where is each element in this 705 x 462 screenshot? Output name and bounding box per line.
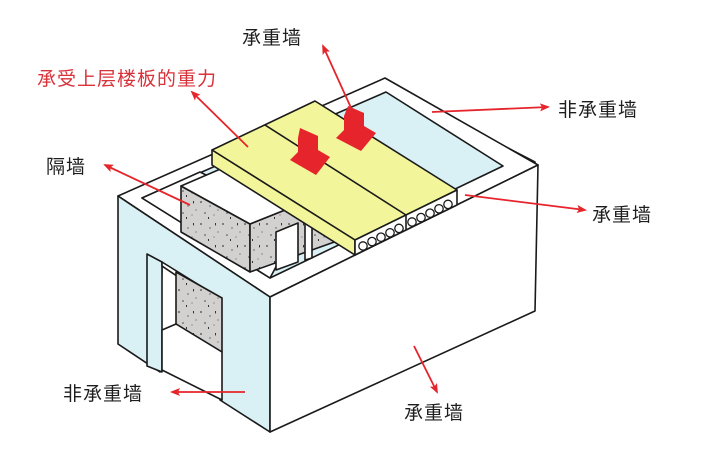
leader-arrow-right-load bbox=[464, 194, 587, 213]
door-jamb bbox=[146, 253, 163, 373]
slab-hollow-cores bbox=[358, 199, 453, 251]
door-floor bbox=[161, 323, 223, 401]
load-arrows bbox=[290, 106, 376, 175]
label-right-load-wall: 承重墙 bbox=[592, 204, 653, 226]
label-slab-load: 承受上层楼板的重力 bbox=[37, 68, 218, 90]
load-arrow-icon bbox=[336, 106, 376, 151]
doorway bbox=[275, 222, 299, 271]
load-arrow-icon bbox=[290, 128, 330, 175]
leader-arrow-slab-load bbox=[190, 90, 249, 148]
leader-arrow-right-non-load bbox=[431, 103, 550, 113]
leader-arrow-bottom-load bbox=[413, 345, 438, 394]
label-top-load-wall: 承重墙 bbox=[242, 27, 303, 49]
label-partition: 隔墙 bbox=[46, 156, 87, 178]
label-left-non-load-wall: 非承重墙 bbox=[63, 383, 144, 405]
leader-arrow-top-load-wall bbox=[322, 44, 353, 111]
slab-joint bbox=[264, 124, 407, 216]
label-right-non-load-wall: 非承重墙 bbox=[558, 99, 639, 121]
leader-arrow-partition bbox=[103, 164, 191, 206]
label-bottom-load-wall: 承重墙 bbox=[404, 402, 465, 424]
